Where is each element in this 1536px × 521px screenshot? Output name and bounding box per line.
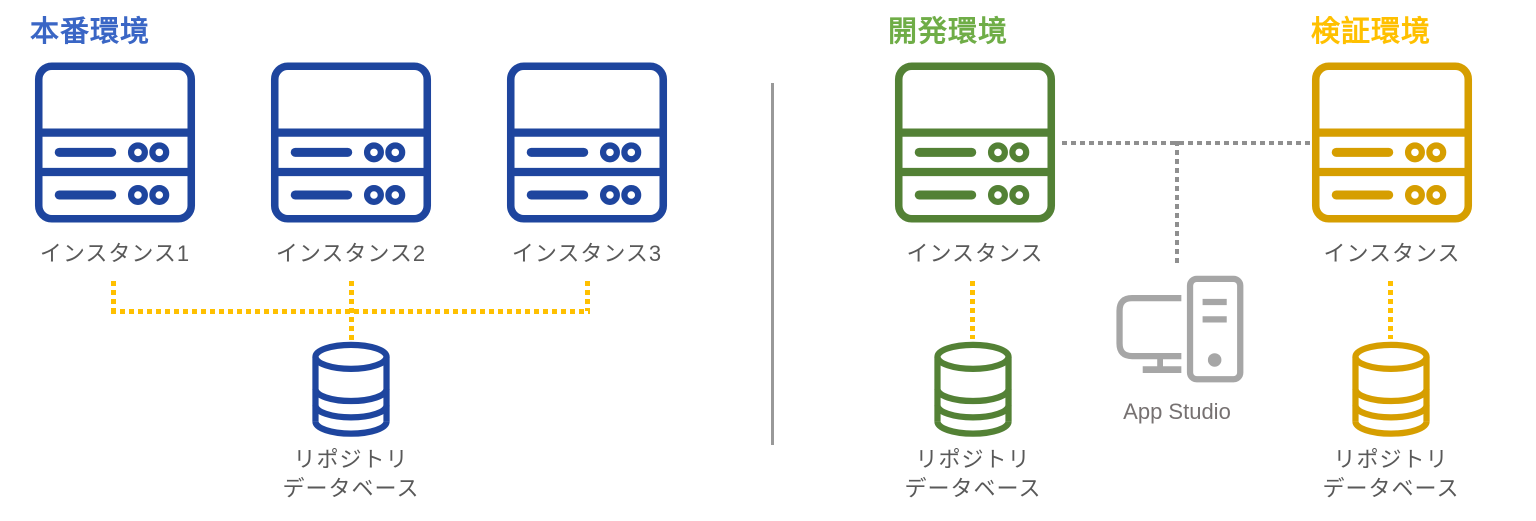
server-icon (505, 60, 669, 225)
server-icon (1310, 60, 1474, 225)
development-instance-label: インスタンス (906, 241, 1044, 266)
connector-dev-staging (1062, 141, 1310, 145)
production-database-label: リポジトリ データベース (251, 445, 451, 503)
database-label-line2: データベース (282, 476, 420, 501)
connector-staging-db (1388, 281, 1393, 339)
production-instance-3 (505, 60, 669, 225)
development-database-label: リポジトリ データベース (873, 445, 1073, 503)
database-label-line1: リポジトリ (1333, 447, 1449, 472)
server-icon (893, 60, 1057, 225)
connector-instance3-stub (585, 281, 590, 311)
database-icon (1347, 341, 1435, 437)
connector-instance1-stub (111, 281, 116, 311)
staging-environment-title: 検証環境 (1311, 16, 1432, 48)
database-icon (929, 341, 1017, 437)
workstation-icon (1107, 273, 1247, 389)
instance-3-label: インスタンス3 (511, 241, 663, 266)
production-instance-2 (269, 60, 433, 225)
staging-repository-database (1347, 341, 1435, 437)
staging-instance-label: インスタンス (1323, 241, 1461, 266)
connector-app-studio (1175, 141, 1179, 265)
database-label-line1: リポジトリ (915, 447, 1031, 472)
staging-instance (1310, 60, 1474, 225)
instance-2-label: インスタンス2 (275, 241, 427, 266)
production-repository-database (307, 341, 395, 437)
app-studio (1107, 273, 1247, 389)
staging-database-label: リポジトリ データベース (1291, 445, 1491, 503)
development-instance (893, 60, 1057, 225)
production-instance-1 (33, 60, 197, 225)
app-studio-label: App Studio (1123, 399, 1231, 424)
database-label-line1: リポジトリ (293, 447, 409, 472)
production-environment-title: 本番環境 (30, 16, 151, 48)
instance-1-label: インスタンス1 (39, 241, 191, 266)
connector-development-db (970, 281, 975, 339)
database-label-line2: データベース (904, 476, 1042, 501)
connector-production-bus (111, 309, 590, 314)
database-label-line2: データベース (1322, 476, 1460, 501)
development-environment-title: 開発環境 (888, 16, 1009, 48)
development-repository-database (929, 341, 1017, 437)
server-icon (33, 60, 197, 225)
environment-divider (771, 83, 774, 445)
server-icon (269, 60, 433, 225)
database-icon (307, 341, 395, 437)
